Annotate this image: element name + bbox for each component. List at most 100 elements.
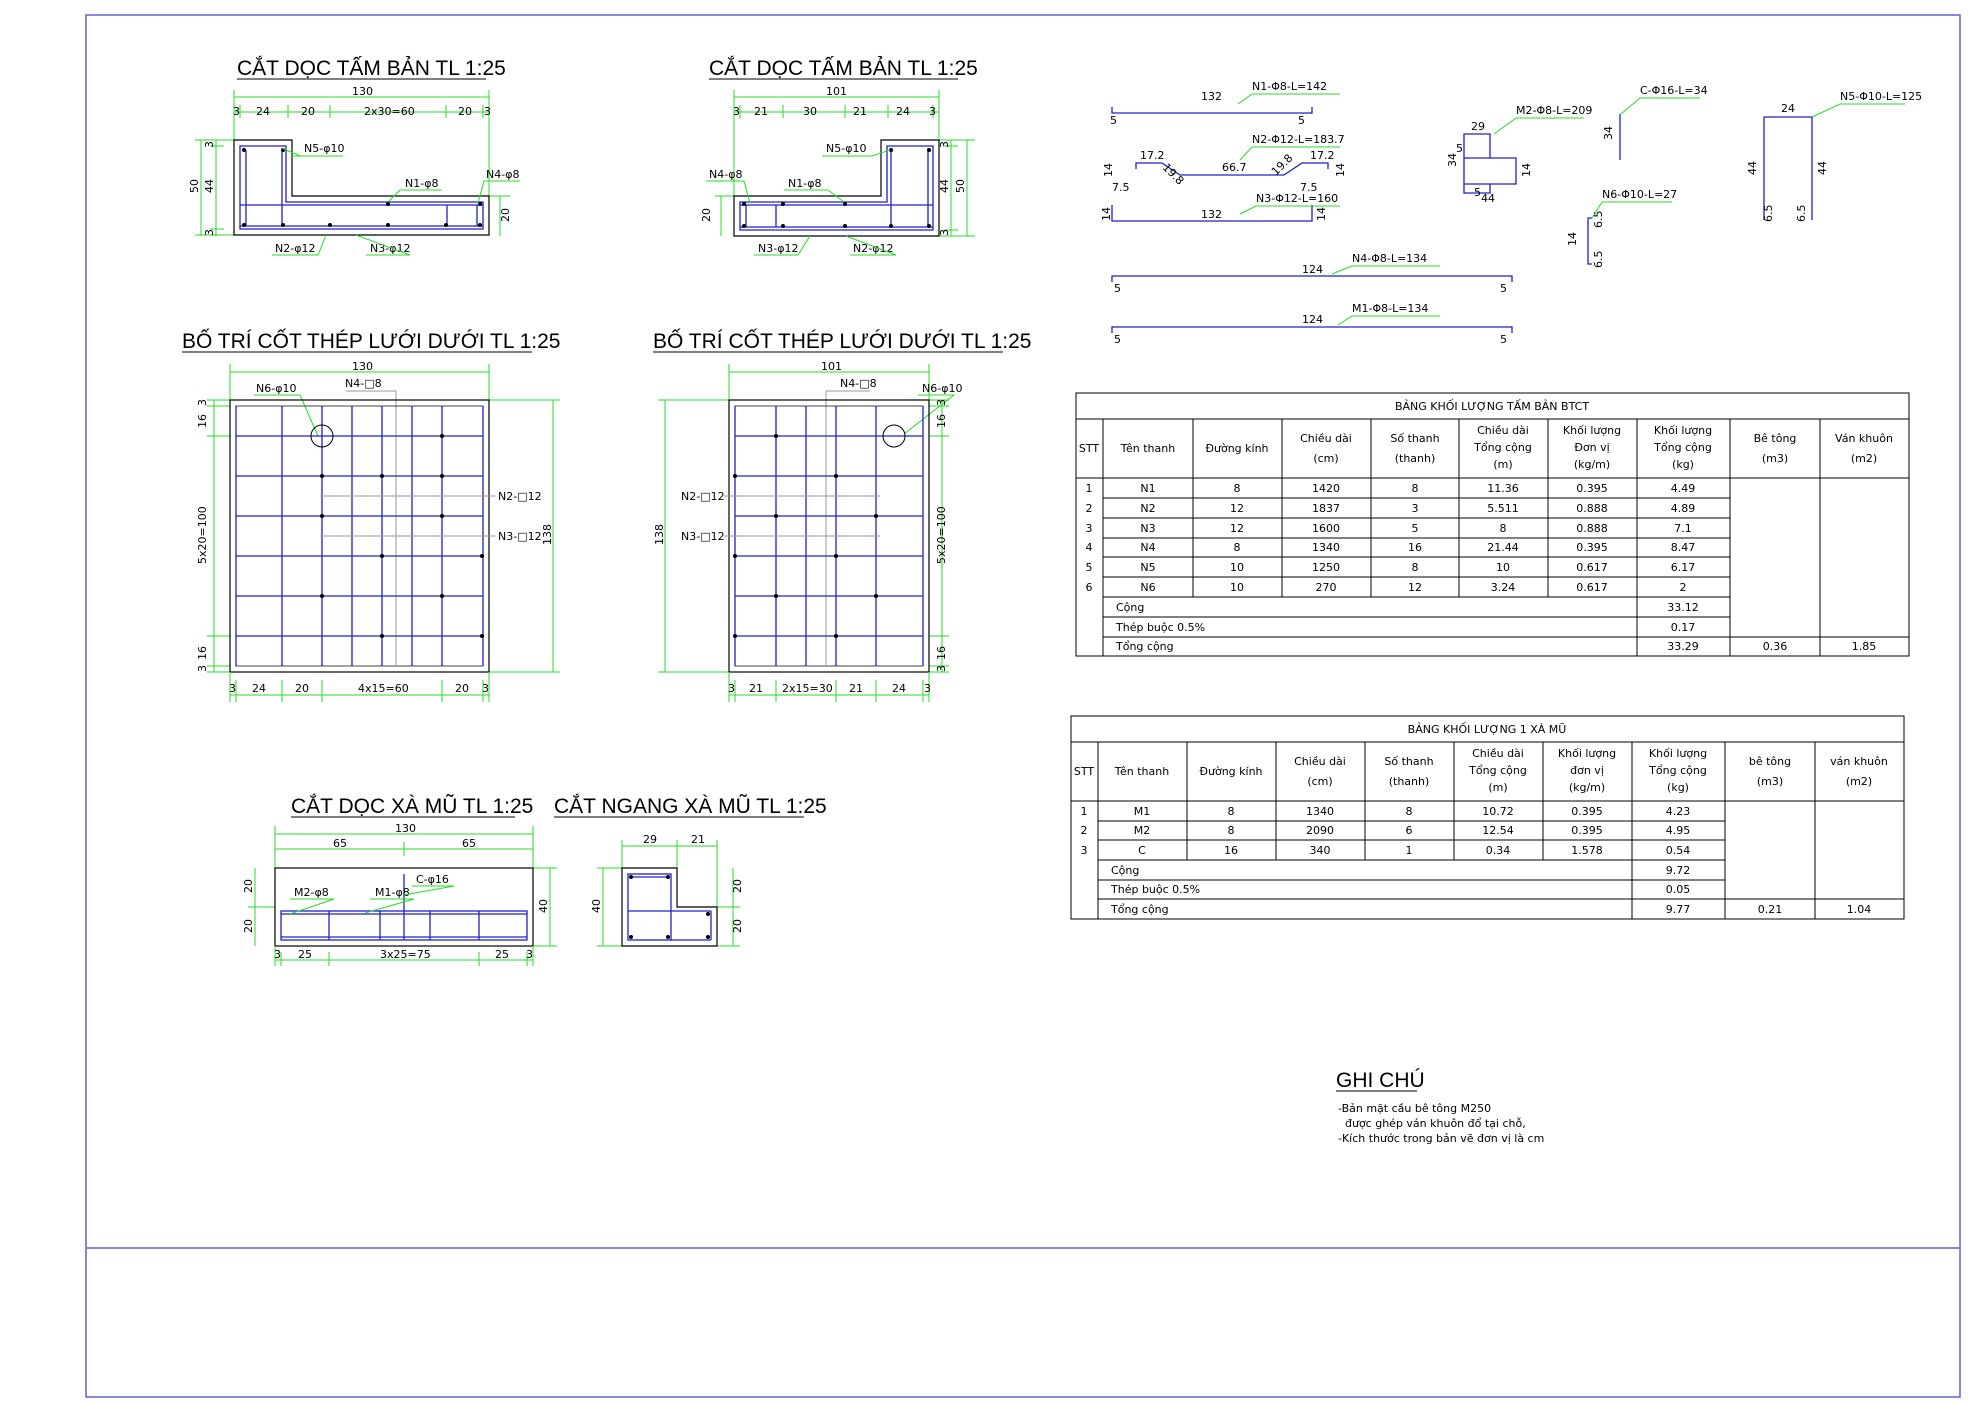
drawing-label: 1 <box>1086 482 1093 495</box>
drawing-label: 1837 <box>1312 502 1340 515</box>
drawing-label: 0.34 <box>1486 844 1511 857</box>
rebar-dot <box>843 202 847 206</box>
drawing-label: 0.395 <box>1576 482 1608 495</box>
title-slab-long-left: CẮT DỌC TẤM BẢN TL 1:25 <box>237 56 506 80</box>
rebar-dot <box>328 223 332 227</box>
rebar-dot <box>774 594 778 598</box>
drawing-label: STT <box>1074 765 1095 778</box>
drawing-label: (m) <box>1488 781 1507 794</box>
drawing-label: 3 <box>1081 844 1088 857</box>
rebar-dot <box>781 202 785 206</box>
drawing-label: N3-Φ12-L=160 <box>1256 192 1338 205</box>
drawing-label: 3 <box>1412 502 1419 515</box>
drawing-label: 8 <box>1234 482 1241 495</box>
drawing-path <box>845 235 897 256</box>
drawing-path <box>1239 205 1340 215</box>
drawing-label: 7.5 <box>1112 181 1130 194</box>
drawing-label: 9.72 <box>1666 864 1691 877</box>
drawing-label: 44 <box>203 179 216 193</box>
drawing-label: 9.77 <box>1666 903 1691 916</box>
slab-section-right: 101 3 21 30 21 24 3 44 50 3 3 20 <box>700 85 975 256</box>
drawing-path <box>387 189 442 203</box>
note-line-2: được ghép ván khuôn đổ tại chỗ, <box>1338 1117 1526 1130</box>
table2-header: STT Tên thanh Đường kính Chiều dài (cm) … <box>1074 747 1888 794</box>
rebar-dot <box>320 474 324 478</box>
drawing-label: Chiều dài <box>1472 747 1524 760</box>
drawing-label: 270 <box>1316 581 1337 594</box>
drawing-path <box>1237 93 1340 105</box>
drawing-label: 1 <box>1406 844 1413 857</box>
drawing-label: 40 <box>537 899 550 913</box>
drawing-label: 25 <box>298 948 312 961</box>
rebar-dot <box>478 202 482 206</box>
drawing-label: N6-Φ10-L=27 <box>1602 188 1677 201</box>
drawing-label: 16 <box>196 414 209 428</box>
drawing-label: (m2) <box>1851 452 1877 465</box>
drawing-label: N2 <box>1140 502 1155 515</box>
drawing-label: 44 <box>938 179 951 193</box>
rebar-dot <box>774 434 778 438</box>
drawing-label: 0.395 <box>1571 824 1603 837</box>
drawing-label: 29 <box>643 833 657 846</box>
drawing-label: N2-φ12 <box>275 242 315 255</box>
drawing-path <box>1111 205 1313 222</box>
drawing-label: (m3) <box>1757 775 1783 788</box>
drawing-label: 4.49 <box>1671 482 1696 495</box>
drawing-label: 2 <box>1086 502 1093 515</box>
drawing-label: N1-φ8 <box>405 177 438 190</box>
drawing-label: (kg) <box>1667 781 1689 794</box>
drawing-label: 24 <box>256 105 270 118</box>
drawing-label: N4-φ8 <box>709 168 742 181</box>
drawing-label: 1420 <box>1312 482 1340 495</box>
drawing-label: 1340 <box>1306 805 1334 818</box>
drawing-label: 3 <box>938 141 951 148</box>
drawing-label: 7.5 <box>1300 181 1318 194</box>
rebar-dot <box>874 594 878 598</box>
drawing-label: Ván khuôn <box>1835 432 1893 445</box>
view-titles: CẮT DỌC TẤM BẢN TL 1:25 CẮT DỌC TẤM BẢN … <box>182 56 1031 818</box>
drawing-label: 50 <box>954 179 967 193</box>
drawing-label: 14 <box>1566 232 1579 246</box>
drawing-label: N1-φ8 <box>788 177 821 190</box>
drawing-label: 17.2 <box>1310 149 1335 162</box>
drawing-path <box>364 898 415 914</box>
drawing-label: 132 <box>1201 208 1222 221</box>
drawing-path <box>281 147 301 157</box>
drawing-label: M2-φ8 <box>294 886 329 899</box>
drawing-label: 20 <box>731 879 744 893</box>
drawing-label: 138 <box>541 524 554 545</box>
drawing-label: 5 <box>1500 333 1507 346</box>
drawing-label: 6.5 <box>1592 251 1605 269</box>
drawing-label: BẢNG KHỐI LƯỢNG TẤM BẢN BTCT <box>1395 399 1589 413</box>
beam-cross-section: 29 21 40 20 20 <box>590 833 744 947</box>
drawing-label: 21 <box>691 833 705 846</box>
drawing-path <box>733 139 940 237</box>
drawing-path <box>1463 133 1517 194</box>
drawing-label: 3 <box>233 105 240 118</box>
drawing-label: 6 <box>1406 824 1413 837</box>
drawing-label: Khối lượng <box>1558 747 1616 760</box>
rebar-dot <box>706 912 710 916</box>
drawing-label: Khối lượng <box>1654 424 1712 437</box>
drawing-label: 5 <box>1412 522 1419 535</box>
drawing-label: 3 <box>728 682 735 695</box>
drawing-label: STT <box>1079 442 1100 455</box>
drawing-label: 24 <box>252 682 266 695</box>
drawing-label: N6-φ10 <box>922 382 962 395</box>
drawing-label: 1 <box>1081 805 1088 818</box>
drawing-path <box>1111 275 1513 282</box>
rebar-dot <box>834 554 838 558</box>
drawing-label: 0.617 <box>1576 581 1608 594</box>
drawing-path <box>477 180 520 204</box>
drawing-label: 130 <box>352 85 373 98</box>
drawing-label: N3-φ12 <box>758 242 798 255</box>
drawing-label: 4.23 <box>1666 805 1691 818</box>
drawing-label: M1-Φ8-L=134 <box>1352 302 1428 315</box>
drawing-label: (kg/m) <box>1569 781 1605 794</box>
drawing-label: 4 <box>1086 541 1093 554</box>
rebar-dot <box>440 474 444 478</box>
drawing-label: 29 <box>1471 120 1485 133</box>
drawing-label: (thanh) <box>1395 452 1436 465</box>
drawing-label: 0.617 <box>1576 561 1608 574</box>
